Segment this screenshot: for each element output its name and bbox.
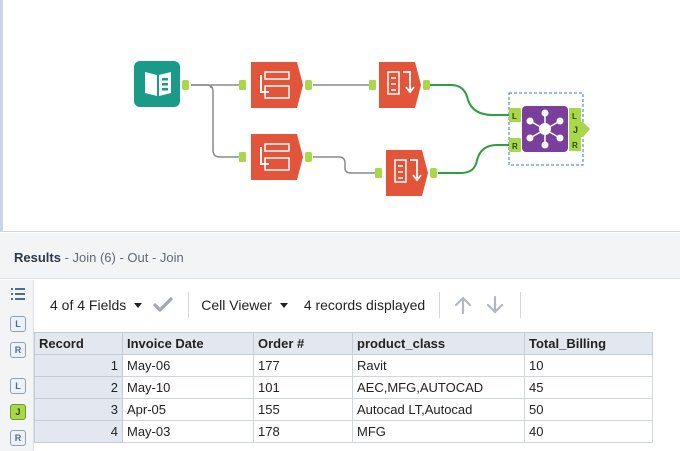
- cell-viewer-dropdown[interactable]: Cell Viewer: [201, 297, 288, 313]
- cell-record[interactable]: 1: [34, 354, 123, 377]
- connector-input-prep2[interactable]: [191, 84, 239, 158]
- sort-tool-2[interactable]: [375, 150, 437, 196]
- fields-dropdown-label: 4 of 4 Fields: [50, 297, 127, 313]
- column-header-record[interactable]: Record: [34, 332, 123, 355]
- results-title: Results: [14, 250, 61, 265]
- cell-total-billing[interactable]: 45: [524, 376, 653, 399]
- toolbar-divider: [520, 292, 522, 318]
- book-icon: [145, 72, 157, 96]
- results-breadcrumb: - Join (6) - Out - Join: [60, 250, 184, 265]
- results-header: Results - Join (6) - Out - Join: [0, 233, 680, 279]
- cell-invoice-date[interactable]: Apr-05: [122, 398, 254, 421]
- cell-record[interactable]: 3: [34, 398, 123, 421]
- chevron-down-icon: [134, 302, 143, 308]
- list-icon[interactable]: [11, 288, 25, 300]
- cell-viewer-label: Cell Viewer: [201, 297, 272, 313]
- join-anchor-r-label: R: [512, 142, 518, 151]
- arrow-up-icon[interactable]: [452, 294, 474, 316]
- cell-total-billing[interactable]: 40: [524, 420, 653, 443]
- join-anchor-l-label: L: [512, 112, 517, 121]
- records-count-label: 4 records displayed: [303, 297, 426, 313]
- table-row[interactable]: 1 May-06 177 Ravit 10: [34, 354, 653, 377]
- table-row[interactable]: 2 May-10 101 AEC,MFG,AUTOCAD 45: [34, 376, 653, 399]
- cell-product-class[interactable]: Ravit: [352, 354, 525, 377]
- input-data-tool[interactable]: [134, 61, 189, 107]
- cell-invoice-date[interactable]: May-03: [122, 420, 254, 443]
- workflow-diagram: L R L J R: [134, 61, 590, 196]
- column-header-total-billing[interactable]: Total_Billing: [524, 332, 653, 355]
- join-tool[interactable]: L R L J R: [508, 92, 590, 166]
- records-count: 4 records displayed: [304, 297, 425, 313]
- results-grid: Record Invoice Date Order # product_clas…: [34, 332, 653, 443]
- column-header-invoice-date[interactable]: Invoice Date: [122, 332, 254, 355]
- column-header-order[interactable]: Order #: [253, 332, 353, 355]
- cell-record[interactable]: 2: [34, 376, 123, 399]
- cell-invoice-date[interactable]: May-10: [122, 376, 254, 399]
- side-anchor-r-button[interactable]: R: [10, 342, 26, 358]
- chevron-down-icon: [279, 302, 288, 308]
- arrow-down-icon[interactable]: [484, 294, 506, 316]
- cell-invoice-date[interactable]: May-06: [122, 354, 254, 377]
- cell-order[interactable]: 177: [253, 354, 353, 377]
- cell-product-class[interactable]: Autocad LT,Autocad: [352, 398, 525, 421]
- cell-order[interactable]: 155: [253, 398, 353, 421]
- table-row[interactable]: 3 Apr-05 155 Autocad LT,Autocad 50: [34, 398, 653, 421]
- select-tool-2[interactable]: [239, 134, 312, 180]
- side-anchor-l2-button[interactable]: L: [10, 378, 26, 394]
- join-out-r-label: R: [572, 141, 578, 150]
- check-icon[interactable]: [152, 294, 174, 316]
- workflow-canvas[interactable]: L R L J R: [0, 0, 680, 232]
- fields-dropdown[interactable]: 4 of 4 Fields: [50, 297, 143, 313]
- join-out-j-label: J: [573, 125, 578, 135]
- connector-prep2-sort2[interactable]: [313, 156, 375, 174]
- table-header-row: Record Invoice Date Order # product_clas…: [34, 332, 653, 355]
- cell-order[interactable]: 178: [253, 420, 353, 443]
- sort-tool-1[interactable]: [369, 62, 430, 108]
- cell-product-class[interactable]: AEC,MFG,AUTOCAD: [352, 376, 525, 399]
- results-side-bar: L R L J R: [0, 280, 34, 451]
- cell-product-class[interactable]: MFG: [352, 420, 525, 443]
- table-row[interactable]: 4 May-03 178 MFG 40: [34, 420, 653, 443]
- side-anchor-r2-button[interactable]: R: [10, 430, 26, 446]
- join-out-l-label: L: [572, 112, 577, 121]
- cell-order[interactable]: 101: [253, 376, 353, 399]
- toolbar-divider: [188, 292, 190, 318]
- side-anchor-j-button[interactable]: J: [10, 404, 26, 420]
- connector-sort2-join-right[interactable]: [438, 144, 509, 174]
- toolbar-divider: [439, 292, 441, 318]
- cell-total-billing[interactable]: 10: [524, 354, 653, 377]
- cell-total-billing[interactable]: 50: [524, 398, 653, 421]
- results-toolbar: 4 of 4 Fields Cell Viewer 4 records disp…: [34, 280, 680, 330]
- column-header-product-class[interactable]: product_class: [352, 332, 525, 355]
- select-tool-1[interactable]: [239, 62, 312, 108]
- side-anchor-l-button[interactable]: L: [10, 316, 26, 332]
- connector-sort1-join-left[interactable]: [430, 84, 509, 116]
- results-table: Record Invoice Date Order # product_clas…: [34, 332, 653, 443]
- cell-record[interactable]: 4: [34, 420, 123, 443]
